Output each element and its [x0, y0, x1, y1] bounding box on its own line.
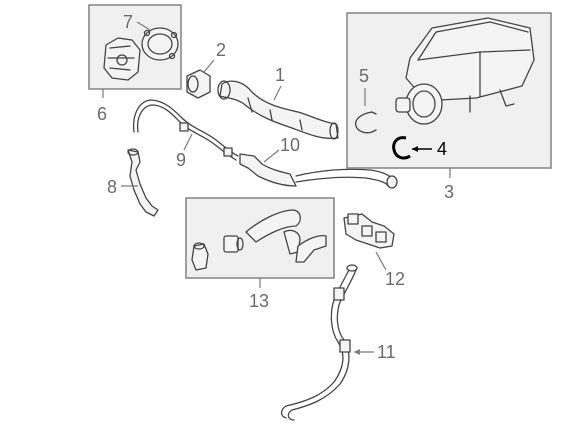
part-5-clamp[interactable]	[354, 111, 377, 134]
part-12-valve-assembly[interactable]	[343, 213, 395, 249]
part-7-gasket[interactable]	[141, 27, 179, 61]
part-6-canister[interactable]	[103, 37, 141, 81]
callout-10: 10	[280, 135, 300, 155]
callout-9: 9	[176, 150, 186, 170]
part-9-vent-tube[interactable]	[132, 99, 239, 161]
callout-2: 2	[216, 40, 226, 60]
part-4-clamp[interactable]	[392, 136, 411, 160]
part-10-hose[interactable]	[239, 153, 398, 189]
part-13-fittings[interactable]	[191, 209, 327, 271]
callout-13: 13	[249, 291, 269, 311]
part-1-intake-hose[interactable]	[217, 80, 339, 140]
callout-6: 6	[97, 104, 107, 124]
callout-3: 3	[444, 182, 454, 202]
part-8-tube[interactable]	[127, 148, 159, 217]
part-2-coupler[interactable]	[186, 69, 211, 99]
part-3-air-cleaner[interactable]	[395, 17, 535, 125]
callout-4: 4	[437, 139, 447, 159]
callout-7: 7	[123, 12, 133, 32]
callout-11: 11	[377, 342, 396, 362]
part-11-line[interactable]	[280, 264, 358, 421]
callout-1: 1	[275, 65, 285, 85]
callout-8: 8	[107, 177, 117, 197]
callout-12: 12	[385, 269, 405, 289]
callout-5: 5	[359, 66, 369, 86]
